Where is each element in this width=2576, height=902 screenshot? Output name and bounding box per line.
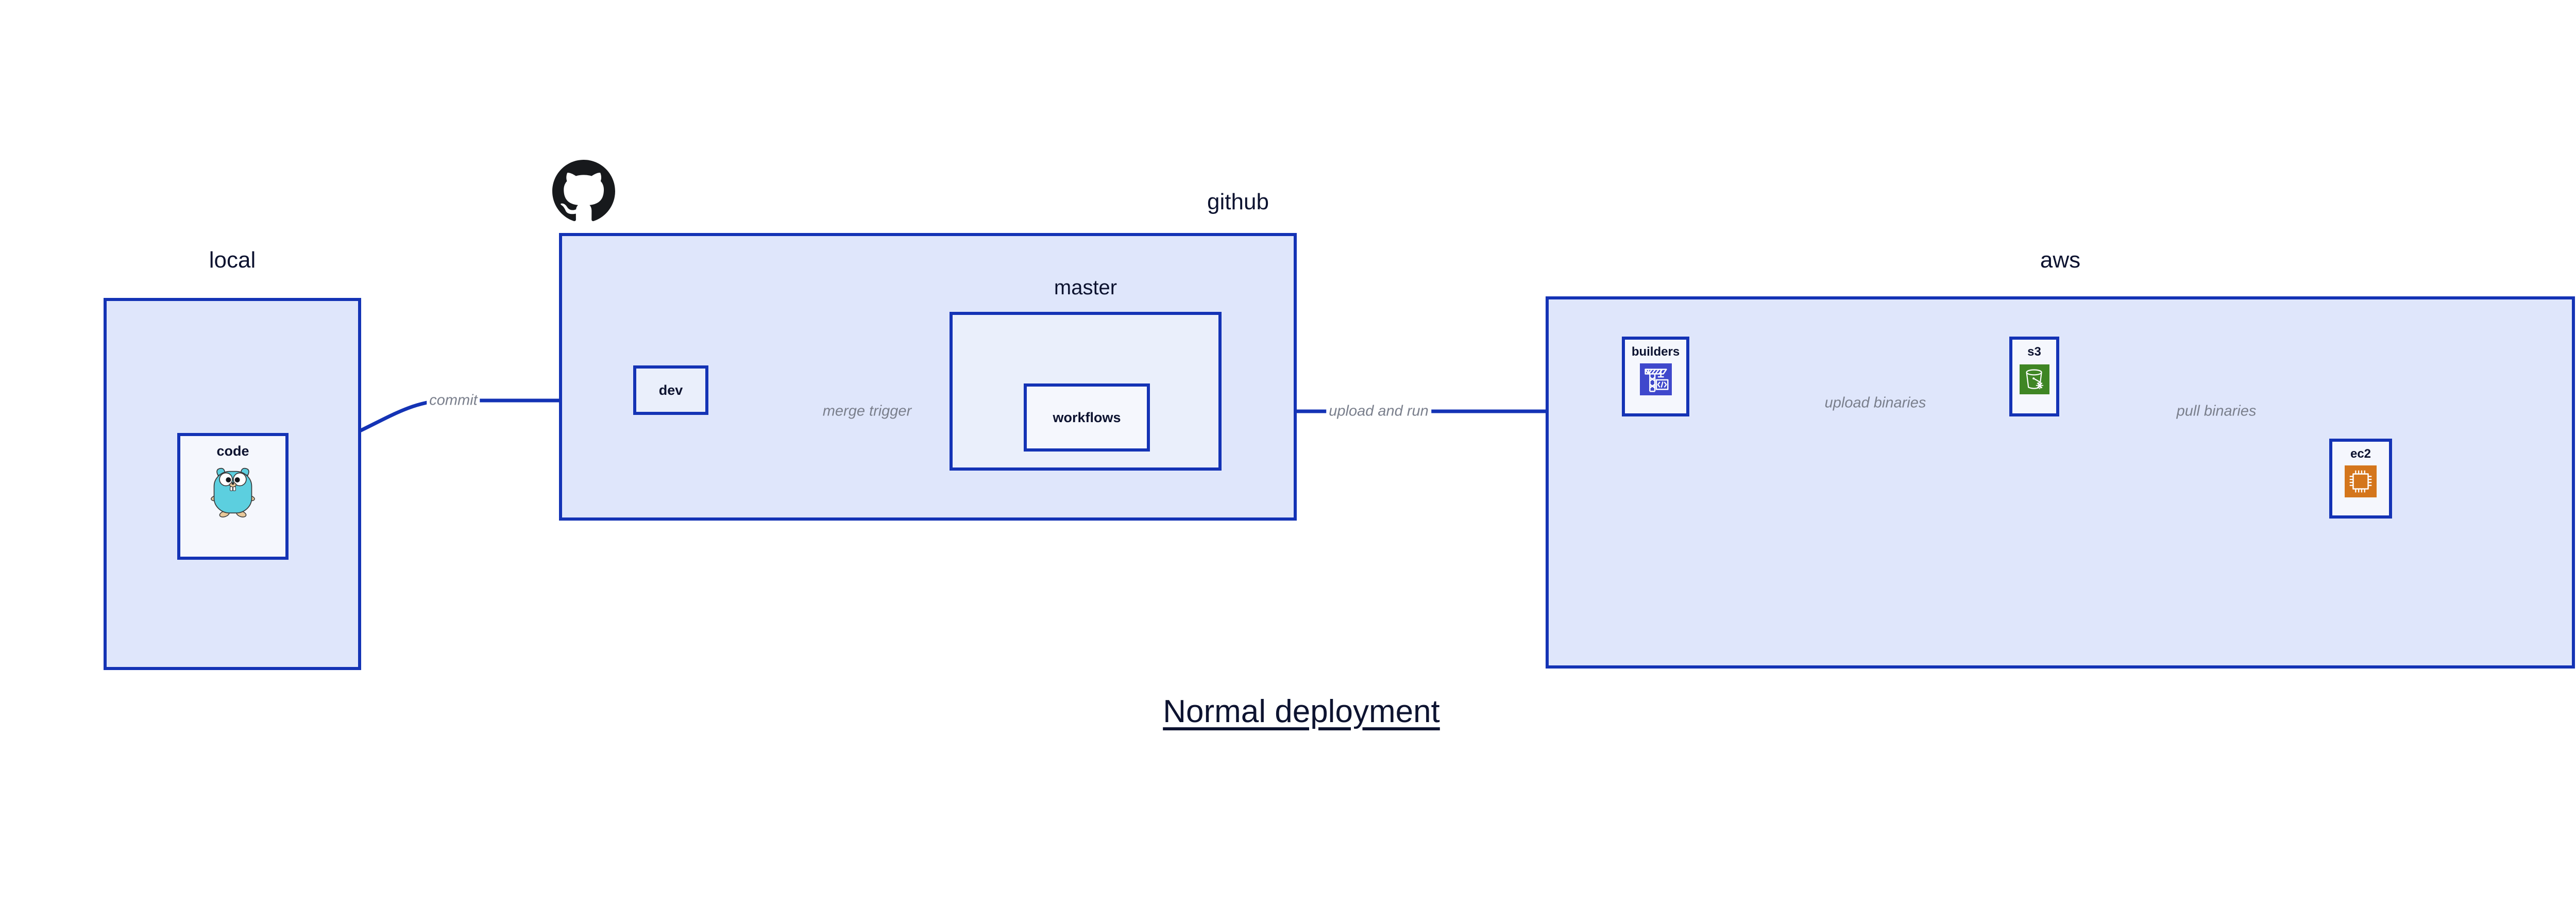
diagram-title: Normal deployment <box>1163 694 1440 729</box>
edge-label-commit: commit <box>427 393 480 408</box>
aws-s3-glacier-bucket-icon <box>2019 364 2049 394</box>
node-code-label: code <box>216 443 249 459</box>
group-label-github: github <box>1207 189 1269 214</box>
group-label-master: master <box>1054 276 1117 299</box>
node-builders-label: builders <box>1631 345 1680 359</box>
aws-ec2-chip-icon <box>2345 465 2377 497</box>
node-s3[interactable]: s3 <box>2009 337 2059 416</box>
edge-label-pull-binaries: pull binaries <box>2174 404 2259 419</box>
node-code[interactable]: code <box>177 433 289 560</box>
group-label-local: local <box>209 247 256 273</box>
node-dev[interactable]: dev <box>633 365 708 415</box>
node-ec2[interactable]: ec2 <box>2329 439 2392 519</box>
edge-label-upload-binaries: upload binaries <box>1822 395 1929 411</box>
aws-builders-crane-icon <box>1639 363 1672 395</box>
node-dev-label: dev <box>658 382 683 398</box>
edge-label-upload-and-run: upload and run <box>1326 404 1431 419</box>
node-workflows-label: workflows <box>1053 409 1121 425</box>
group-aws <box>1546 296 2575 669</box>
go-gopher-icon <box>211 467 255 517</box>
node-ec2-label: ec2 <box>2350 447 2371 461</box>
node-workflows[interactable]: workflows <box>1024 383 1150 452</box>
github-octocat-icon <box>552 160 615 221</box>
edge-label-merge-trigger: merge trigger <box>820 404 914 419</box>
node-s3-label: s3 <box>2027 345 2041 359</box>
node-builders[interactable]: builders <box>1622 337 1689 416</box>
group-label-aws: aws <box>2040 247 2081 273</box>
